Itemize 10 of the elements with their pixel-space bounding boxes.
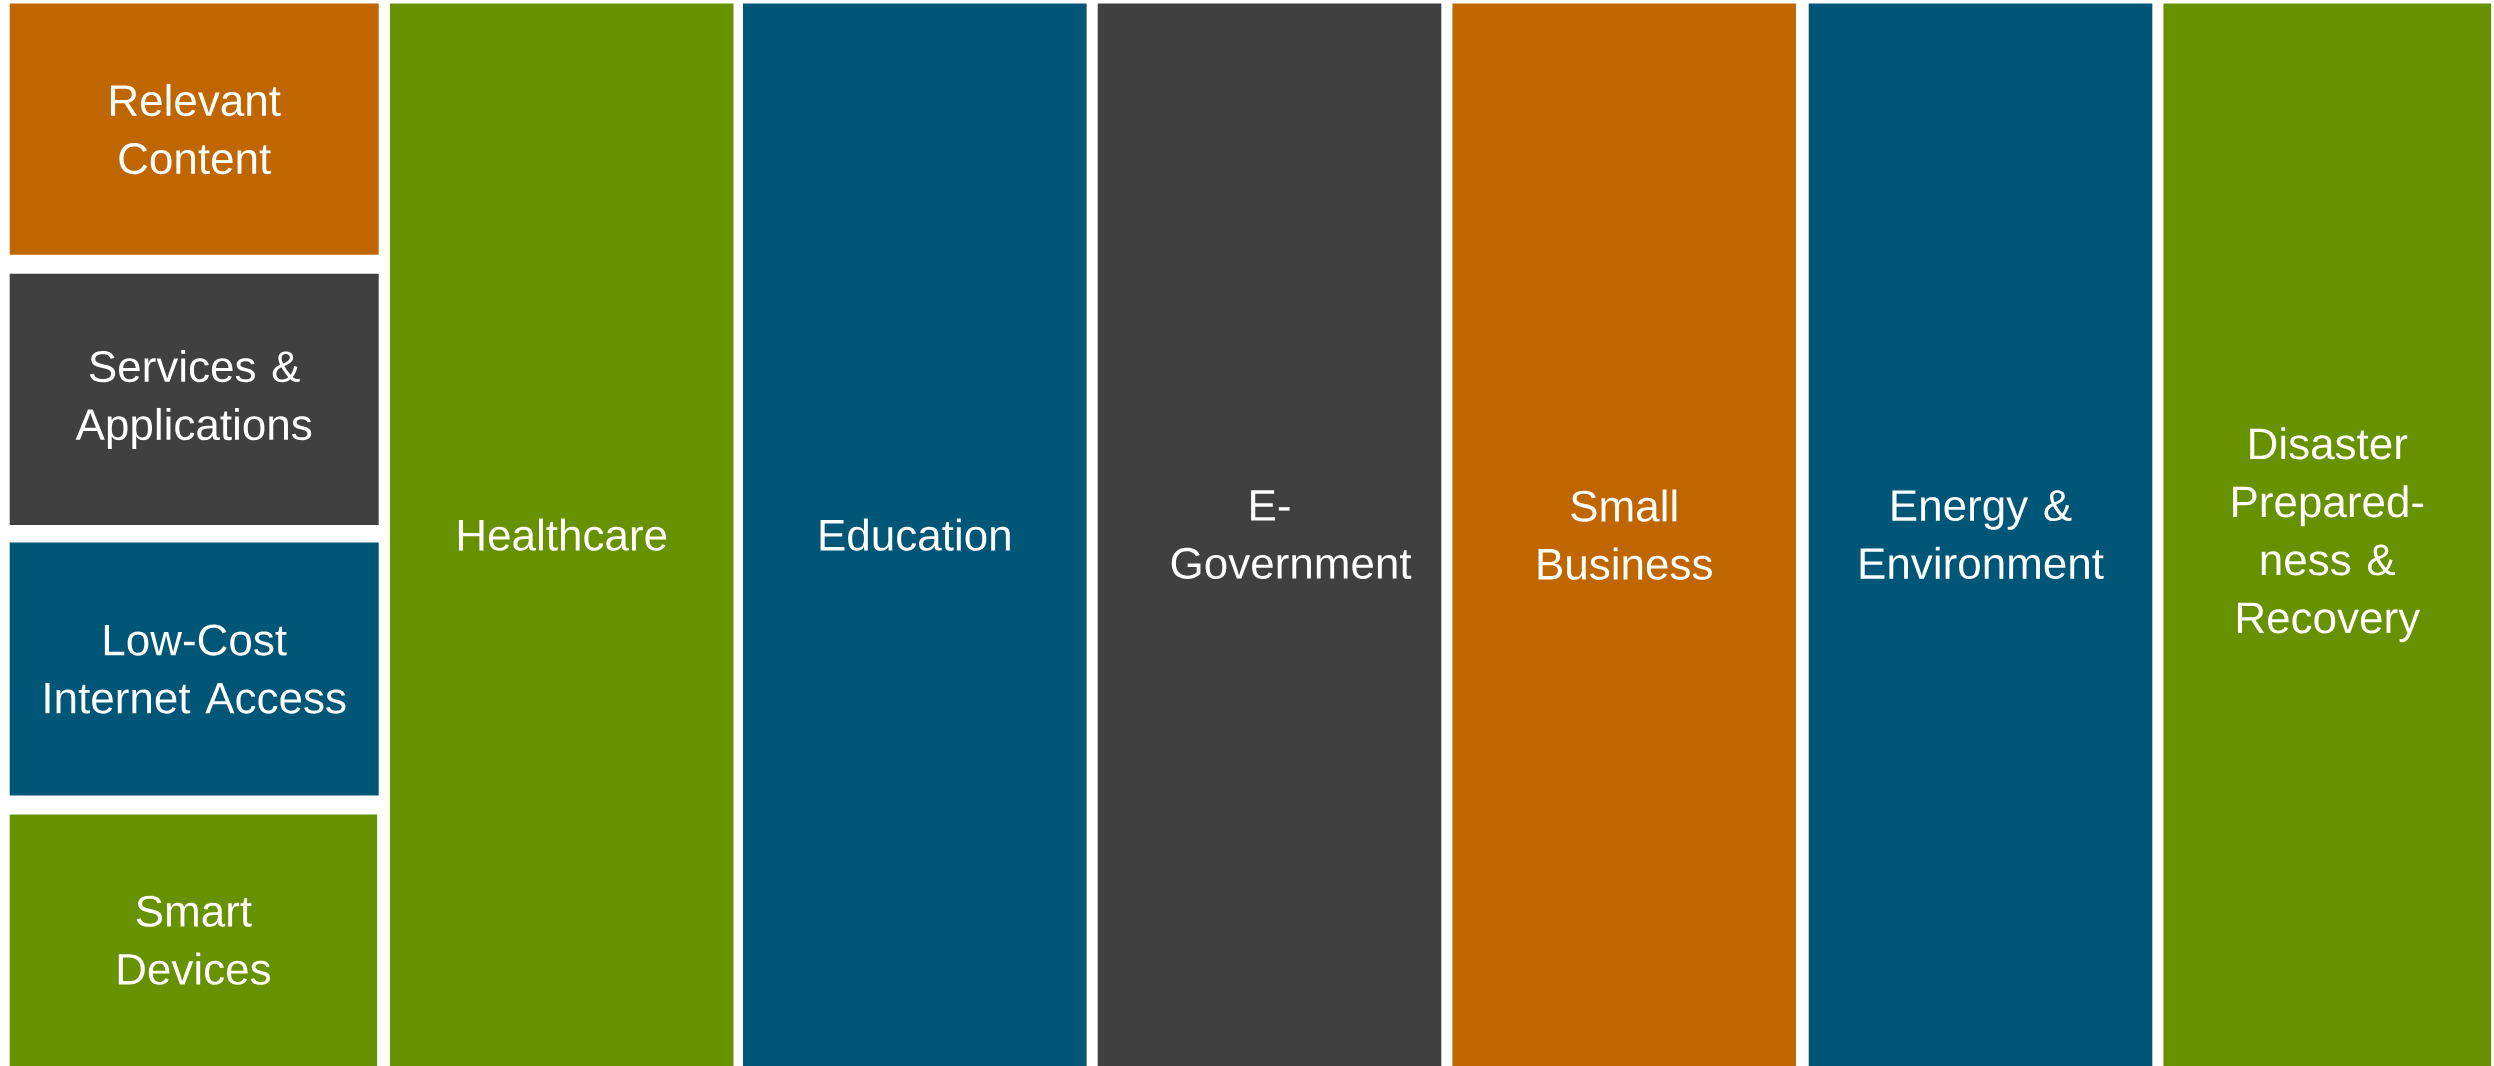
topic-box: Energy & Environment <box>1808 3 2153 1066</box>
topic-box: Services & Applications <box>9 273 379 526</box>
topic-box: Disaster Prepared-ness & Recovery <box>2163 3 2492 1066</box>
topic-box: E-Government <box>1097 3 1442 1066</box>
topic-box: Relevant Content <box>9 3 379 255</box>
topic-box: Education <box>743 3 1087 1066</box>
topic-box: Low-Cost Internet Access <box>9 542 379 796</box>
topic-box: Healthcare <box>389 3 734 1066</box>
topic-box: Small Business <box>1452 3 1796 1066</box>
topic-box: Smart Devices <box>9 814 378 1066</box>
